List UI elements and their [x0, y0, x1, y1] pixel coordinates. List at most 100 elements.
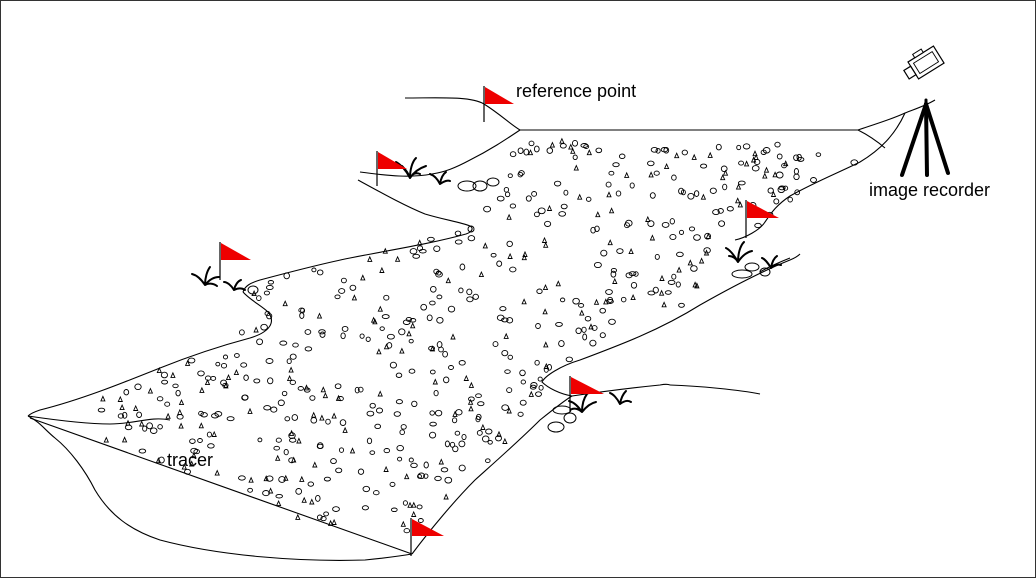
left-bank-upper [242, 179, 473, 293]
pebble [736, 144, 742, 151]
pebble [265, 284, 274, 291]
pebble [389, 361, 397, 369]
boulder-icon [731, 269, 753, 279]
pebble [323, 511, 329, 517]
pebble [176, 414, 184, 420]
pebble [403, 528, 411, 534]
pebble [605, 289, 613, 295]
pebble [448, 365, 454, 370]
pebble [476, 430, 483, 436]
pebble [407, 501, 413, 508]
pebble [320, 516, 327, 522]
pebble [533, 211, 540, 218]
pebble [307, 481, 315, 487]
pebble [172, 383, 179, 389]
pebble [434, 409, 443, 417]
pebble [409, 318, 417, 323]
pebble [476, 413, 482, 421]
far-right-lower-bank [669, 384, 761, 395]
pebble [295, 488, 303, 495]
pebble [142, 425, 148, 432]
pebble-field [97, 137, 859, 534]
pebble [360, 274, 366, 281]
pebble [549, 141, 556, 148]
pebble [502, 437, 508, 444]
pebble [458, 464, 466, 472]
pebble [507, 173, 513, 179]
pebble [267, 280, 275, 285]
pebble [553, 180, 562, 187]
pebble [667, 279, 676, 285]
pebble [233, 368, 240, 376]
pebble [164, 401, 171, 407]
pebble [599, 307, 606, 314]
pebble [606, 191, 612, 198]
pebble [659, 274, 665, 281]
pebble [405, 316, 413, 322]
pebble [581, 326, 587, 333]
pebble [298, 307, 305, 313]
pebble [239, 329, 245, 336]
pebble [454, 430, 461, 436]
pebble [519, 369, 526, 377]
pebble [365, 336, 371, 342]
pebble [629, 182, 635, 189]
pebble [303, 384, 310, 391]
pebble [743, 160, 750, 167]
pebble [283, 272, 290, 280]
pebble [409, 248, 418, 255]
pebble [537, 376, 543, 382]
pebble [542, 308, 548, 315]
pebble [485, 428, 493, 435]
pebble [753, 158, 761, 166]
pebble [608, 318, 616, 325]
pebble [546, 204, 553, 211]
pebble [390, 507, 398, 513]
pebble [443, 493, 449, 500]
pebble [773, 198, 780, 205]
pebble [379, 326, 385, 331]
boulder-icon [467, 225, 475, 233]
pebble [625, 272, 633, 279]
pebble [652, 286, 659, 294]
pebble [165, 412, 171, 419]
grass-tuft-icon [223, 279, 246, 291]
flags [219, 86, 779, 556]
pebble [582, 333, 588, 341]
pebble [573, 164, 579, 171]
pebble [319, 331, 326, 338]
tracer-label: tracer [167, 450, 214, 470]
pebble [616, 248, 624, 254]
pebble [618, 153, 626, 160]
pebble [633, 271, 639, 277]
pebble [605, 181, 612, 188]
pebble [555, 321, 563, 327]
pebble [181, 463, 187, 470]
pebble [238, 475, 246, 481]
pebble [299, 475, 305, 482]
pebble [423, 473, 429, 479]
pebble [340, 332, 346, 340]
pebble [445, 277, 451, 284]
pebble [386, 333, 395, 340]
pebble [485, 458, 491, 464]
pebble [752, 150, 758, 157]
pebble [402, 500, 408, 506]
pebble [382, 247, 388, 254]
pebble [482, 242, 488, 249]
pebble [411, 510, 417, 517]
pebble [518, 170, 525, 176]
pebble [263, 405, 272, 411]
pebble [531, 191, 538, 197]
pebble [241, 394, 249, 401]
pebble [718, 220, 726, 227]
pebble [606, 299, 614, 304]
pebble [417, 239, 423, 246]
pebble [312, 461, 318, 468]
pebble [366, 410, 375, 417]
pebble [351, 294, 358, 301]
pebble [583, 144, 590, 149]
pebble [735, 183, 742, 190]
pebble [660, 147, 669, 153]
pebble [395, 399, 403, 405]
